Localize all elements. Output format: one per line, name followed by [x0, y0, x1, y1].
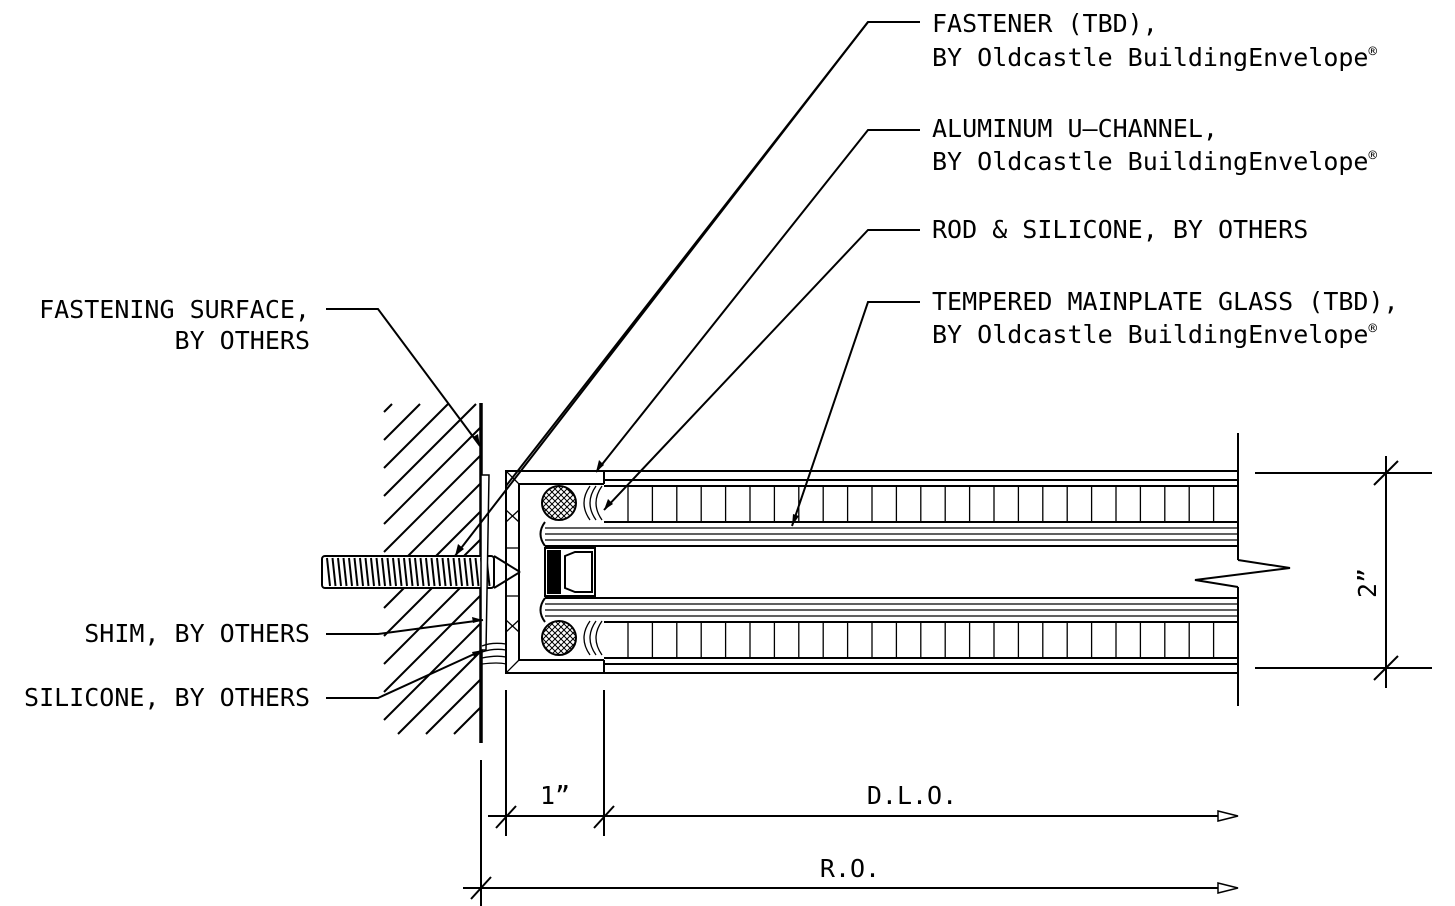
callout-u-channel-line2: BY Oldcastle BuildingEnvelope® — [932, 147, 1378, 176]
wall-hatch — [383, 403, 482, 735]
dimension-dlo-label: D.L.O. — [867, 781, 957, 810]
dimension-horizontal — [463, 690, 1239, 906]
dimension-edge-label: 1” — [540, 781, 570, 810]
callout-rod-silicone: ROD & SILICONE, BY OTHERS — [932, 215, 1308, 244]
callout-u-channel-line1: ALUMINUM U—CHANNEL, — [932, 114, 1218, 143]
tempered-mainplate-glass — [506, 433, 1291, 706]
backer-rod-bottom — [541, 620, 577, 656]
callout-fastener-line1: FASTENER (TBD), — [932, 9, 1158, 38]
callout-glass-line2: BY Oldcastle BuildingEnvelope® — [932, 320, 1378, 349]
callout-fastening-surface-line1: FASTENING SURFACE, — [39, 295, 310, 324]
callout-silicone: SILICONE, BY OTHERS — [24, 683, 310, 712]
silicone-bead — [481, 642, 507, 665]
backer-rod-top — [541, 485, 577, 521]
dimension-ro-label: R.O. — [820, 854, 880, 883]
fastener-bolt — [321, 555, 521, 589]
dimension-thickness-label: 2” — [1353, 568, 1382, 598]
silicone-joint — [583, 485, 603, 656]
dimension-thickness — [1255, 456, 1432, 688]
leader-lines — [326, 21, 920, 699]
callout-fastener-line2: BY Oldcastle BuildingEnvelope® — [932, 43, 1378, 72]
callout-glass-line1: TEMPERED MAINPLATE GLASS (TBD), — [932, 287, 1399, 316]
shim — [480, 474, 490, 651]
callout-shim: SHIM, BY OTHERS — [84, 619, 310, 648]
callout-fastening-surface-line2: BY OTHERS — [175, 326, 310, 355]
